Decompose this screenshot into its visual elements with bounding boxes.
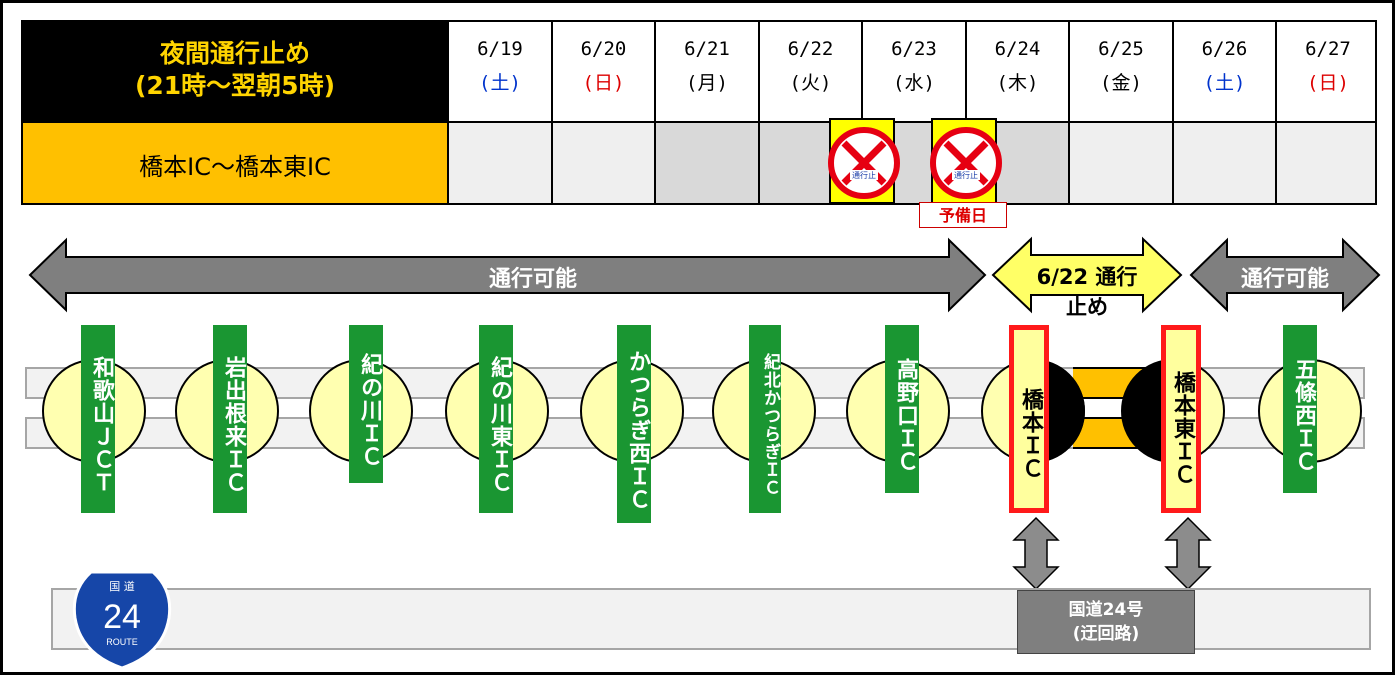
- route-shield-bottom: ROUTE: [106, 637, 138, 647]
- closure-sign-text: 通行止: [954, 170, 978, 180]
- date-column-header: 6/24 (木): [965, 22, 1068, 121]
- weekday-label: (土): [479, 72, 521, 94]
- bypass-double-arrow-left: [1012, 516, 1060, 591]
- ic-label-hashimoto-higashi: 橋本東ＩＣ: [1161, 325, 1201, 513]
- reserve-day-badge: 予備日: [919, 202, 1007, 228]
- date-column-header: 6/26 (土): [1172, 22, 1275, 121]
- date-column-header: 6/23 (水): [861, 22, 965, 121]
- open-section-label-left: 通行可能: [488, 267, 577, 292]
- date-label: 6/21: [684, 38, 730, 60]
- date-column-header: 6/21 (月): [654, 22, 758, 121]
- date-column-header: 6/27 (日): [1275, 22, 1375, 121]
- closure-day-cell: [1172, 121, 1275, 203]
- no-entry-icon: 通行止: [828, 127, 900, 199]
- date-label: 6/20: [580, 38, 627, 60]
- closure-day-cell: [1275, 121, 1375, 203]
- route-shield-number: 24: [103, 598, 141, 636]
- closure-schedule-table: 夜間通行止め (21時～翌朝5時) 橋本IC～橋本東IC 6/19 (土) 6/20…: [21, 20, 1377, 205]
- ic-label-gojo-nishi: 五條西ＩＣ: [1283, 325, 1317, 493]
- ic-label-koyaguchi: 高野口ＩＣ: [885, 325, 919, 493]
- closure-day-cell: [654, 121, 758, 203]
- route-shield-top: 国 道: [109, 579, 135, 593]
- date-column-header: 6/25 (金): [1068, 22, 1172, 121]
- bypass-route-box: 国道24号 (迂回路): [1017, 590, 1195, 654]
- date-label: 6/25: [1098, 38, 1144, 60]
- open-section-label-right: 通行可能: [1240, 267, 1329, 292]
- route-24-shield: 国 道 24 ROUTE: [72, 570, 172, 670]
- date-label: 6/23: [891, 38, 937, 60]
- schedule-title-cell: 夜間通行止め (21時～翌朝5時): [23, 22, 447, 121]
- ic-label-kihoku-katsuragi: 紀北かつらぎＩＣ: [749, 325, 781, 513]
- bypass-route-note: (迂回路): [1072, 624, 1140, 644]
- closure-day-cell: [551, 121, 654, 203]
- ic-label-wakayama-jct: 和歌山ＪＣＴ: [81, 325, 115, 513]
- date-label: 6/22: [787, 38, 834, 60]
- closure-sign-6-22: 通行止: [828, 118, 900, 204]
- closure-day-cell: [1068, 121, 1172, 203]
- weekday-label: (月): [686, 72, 728, 94]
- closure-section-arrow: [991, 236, 1183, 314]
- closure-section-label: 6/22 通行止め: [1036, 265, 1138, 319]
- weekday-label: (日): [582, 72, 625, 94]
- ic-label-iwade-negoro: 岩出根来ＩＣ: [213, 325, 247, 513]
- ic-label-hashimoto: 橋本ＩＣ: [1009, 325, 1049, 513]
- date-label: 6/19: [477, 38, 523, 60]
- date-label: 6/26: [1201, 38, 1248, 60]
- bypass-double-arrow-right: [1164, 516, 1212, 591]
- date-column-header: 6/22 (火): [758, 22, 861, 121]
- closure-section-label: 橋本IC～橋本東IC: [23, 121, 447, 203]
- date-label: 6/24: [994, 38, 1041, 60]
- weekday-label: (日): [1307, 72, 1349, 94]
- ic-label-katsuragi-nishi: かつらぎ西ＩＣ: [617, 325, 651, 523]
- open-section-arrow-left: [28, 237, 987, 313]
- weekday-label: (金): [1100, 72, 1142, 94]
- closure-sign-text: 通行止: [852, 170, 876, 180]
- date-column-header: 6/19 (土): [447, 22, 551, 121]
- ic-label-kinokawa: 紀の川ＩＣ: [349, 325, 383, 483]
- ic-label-kinokawa-higashi: 紀の川東ＩＣ: [479, 325, 513, 513]
- weekday-label: (木): [996, 72, 1039, 94]
- schedule-hours: (21時～翌朝5時): [134, 71, 336, 100]
- date-column-header: 6/20 (日): [551, 22, 654, 121]
- bypass-route-name: 国道24号: [1068, 600, 1144, 620]
- weekday-label: (水): [893, 72, 935, 94]
- open-section-arrow-right: [1189, 237, 1381, 313]
- no-entry-icon: 通行止: [930, 127, 1002, 199]
- weekday-label: (火): [789, 72, 832, 94]
- date-label: 6/27: [1305, 38, 1351, 60]
- weekday-label: (土): [1203, 72, 1246, 94]
- schedule-title: 夜間通行止め: [159, 39, 310, 68]
- closure-day-cell: [447, 121, 551, 203]
